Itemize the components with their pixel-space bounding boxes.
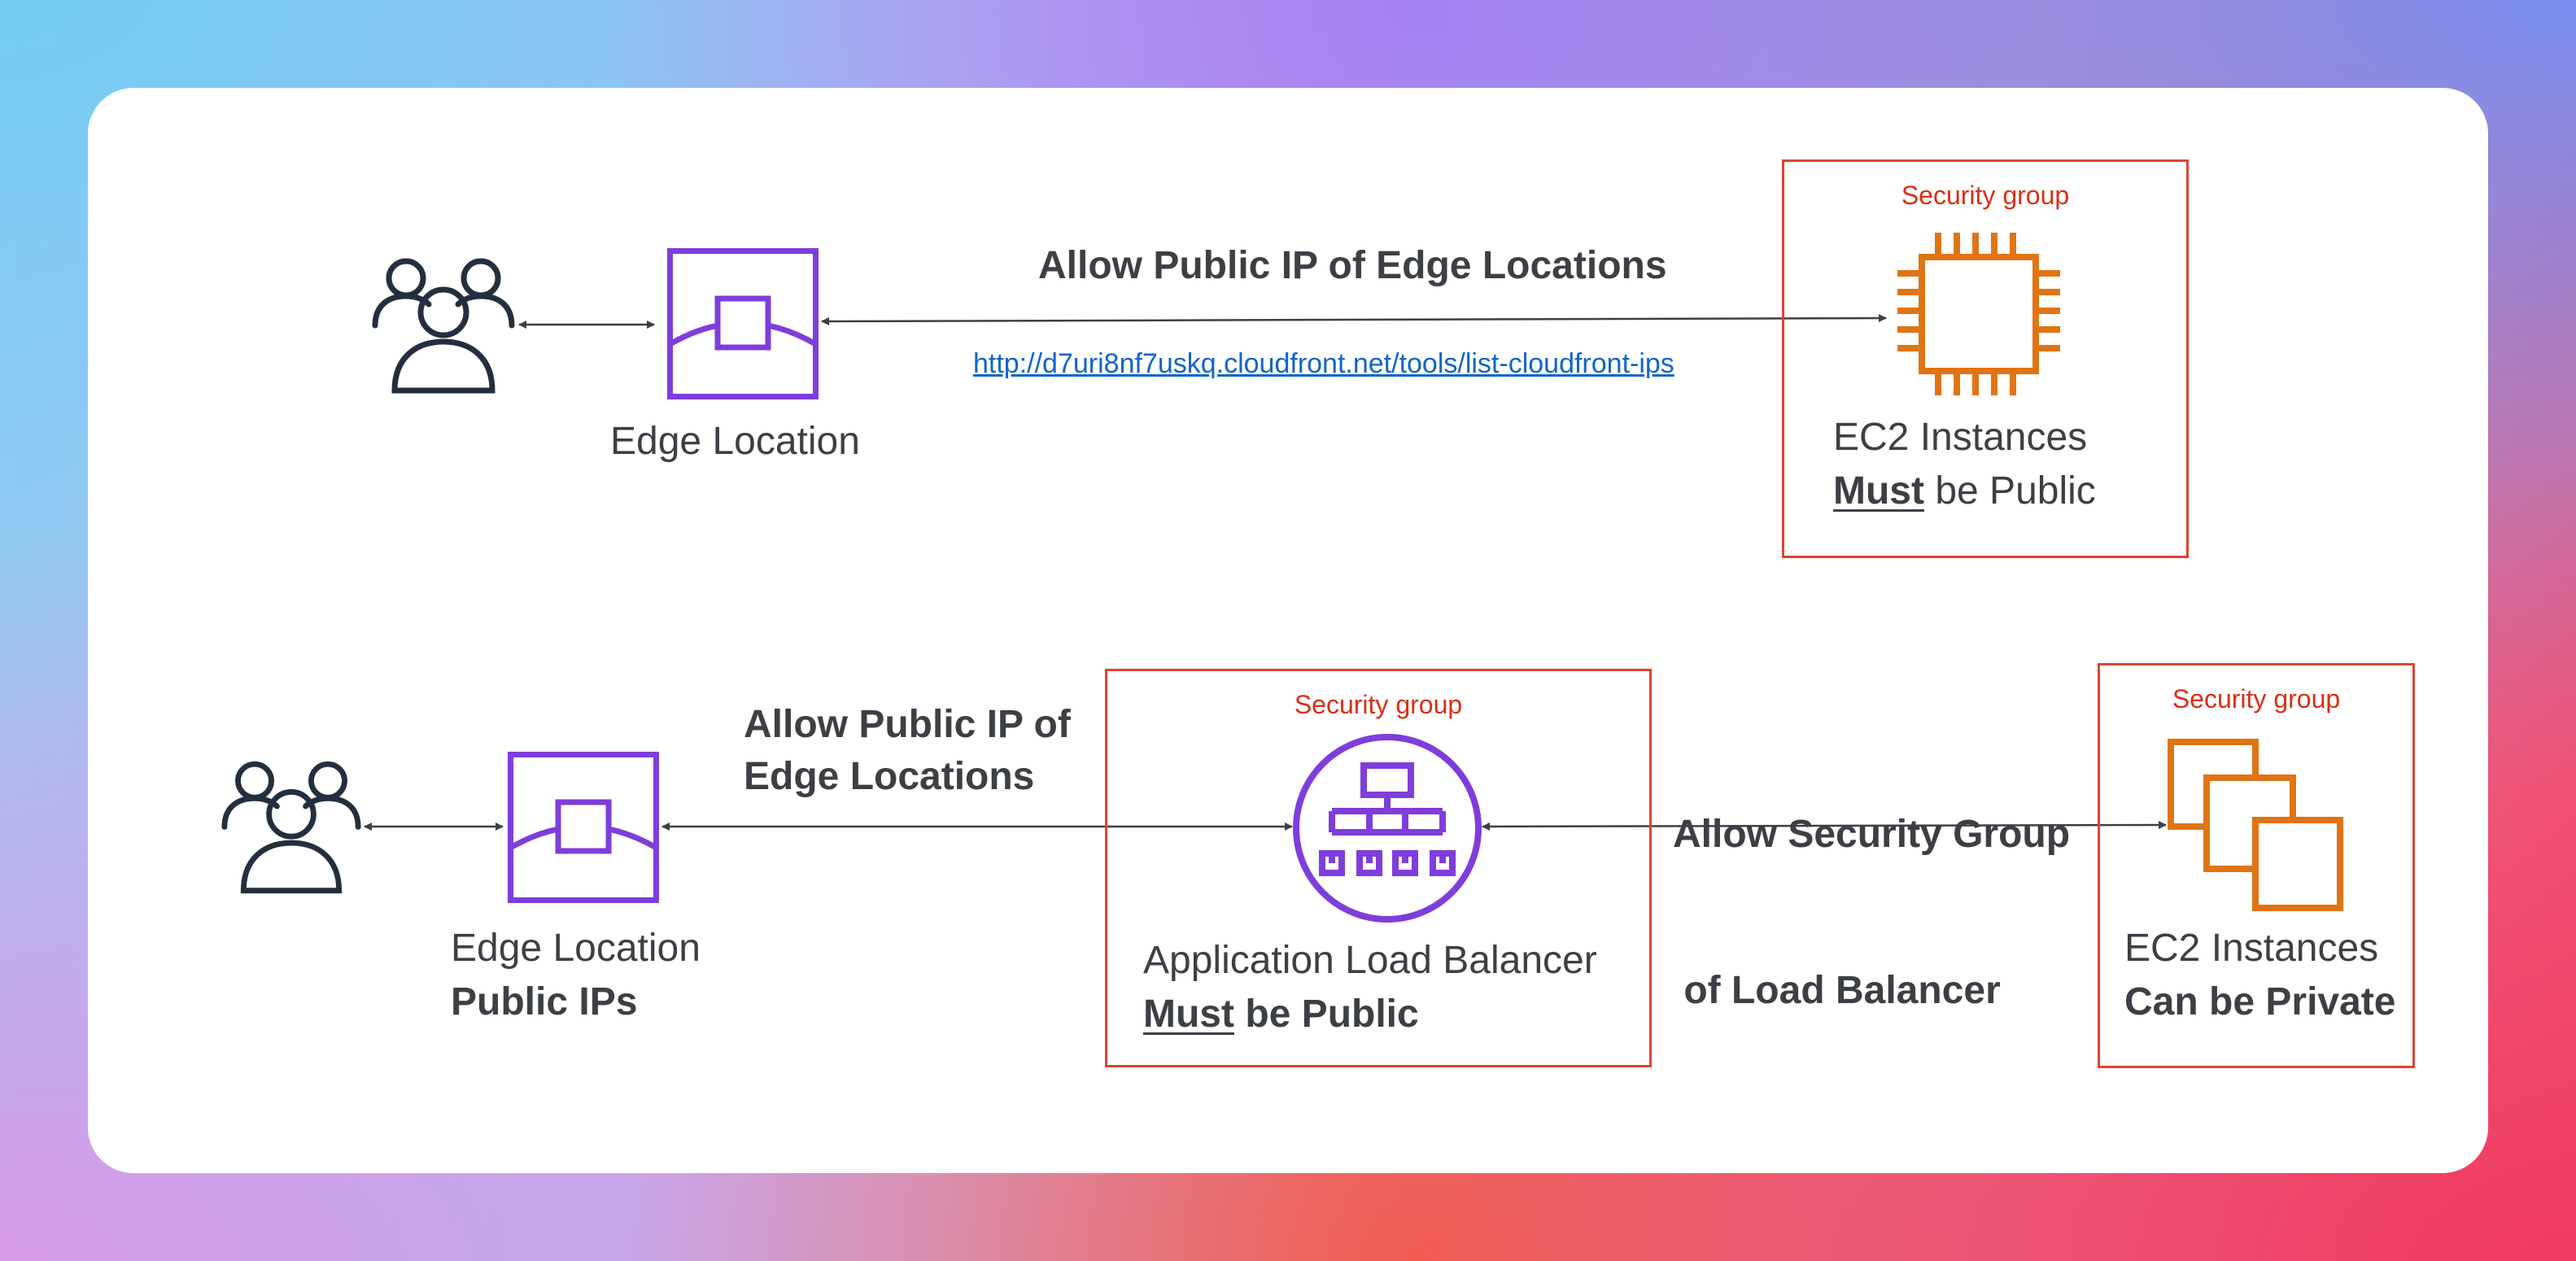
edge-location-caption-bottom: Edge Location Public IPs bbox=[451, 922, 701, 1029]
alb-caption: Application Load Balancer Must be Public bbox=[1143, 934, 1597, 1041]
security-group-box-top bbox=[1782, 159, 2189, 558]
cloudfront-ips-link[interactable]: http://d7uri8nf7uskq.cloudfront.net/tool… bbox=[973, 348, 1674, 379]
ec2-instances-caption-bottom: EC2 Instances Can be Private bbox=[2124, 922, 2395, 1029]
ec2-instances-icon bbox=[2168, 739, 2343, 911]
must-emphasis: Must bbox=[1833, 469, 1924, 513]
ec2-instances-caption-top: EC2 Instances Must be Public bbox=[1833, 411, 2096, 518]
application-load-balancer-icon bbox=[1293, 734, 1482, 923]
edge-location-icon-bottom bbox=[508, 752, 659, 903]
application-load-balancer-label: Application Load Balancer bbox=[1143, 939, 1597, 982]
allow-public-ip-heading-bottom: Allow Public IP of Edge Locations bbox=[744, 703, 1071, 798]
edge-location-label: Edge Location bbox=[610, 420, 860, 463]
public-ips-label: Public IPs bbox=[451, 980, 638, 1023]
ec2-must-be-public: Must be Public bbox=[1833, 465, 2096, 518]
users-icon bbox=[372, 258, 515, 394]
security-group-box-alb bbox=[1105, 669, 1652, 1067]
allow-public-ip-heading: Allow Public IP of Edge Locations bbox=[1038, 244, 1667, 287]
security-group-label-top: Security group bbox=[1901, 181, 2070, 210]
edge-location-icon bbox=[667, 248, 819, 399]
alb-must-be-public: Must be Public bbox=[1143, 988, 1597, 1041]
security-group-label-alb: Security group bbox=[1294, 690, 1463, 719]
users-icon-bottom bbox=[221, 761, 361, 894]
diagram-card bbox=[88, 88, 2488, 1173]
ec2-instances-label: EC2 Instances bbox=[1833, 416, 2088, 459]
security-group-label-ec2-private: Security group bbox=[2172, 684, 2341, 713]
can-be-private-label: Can be Private bbox=[2124, 980, 2396, 1023]
ec2-instances-label-bottom: EC2 Instances bbox=[2124, 927, 2379, 970]
be-public-text: be Public bbox=[1923, 469, 2096, 513]
be-public-text-alb: be Public bbox=[1233, 993, 1419, 1036]
allow-security-group-heading: Allow Security Group of Load Balancer bbox=[1673, 813, 2071, 1012]
ec2-instance-icon bbox=[1897, 233, 2060, 395]
security-group-box-ec2-private bbox=[2098, 663, 2415, 1068]
must-emphasis-alb: Must bbox=[1143, 993, 1234, 1036]
edge-location-label-bottom: Edge Location bbox=[451, 927, 701, 970]
